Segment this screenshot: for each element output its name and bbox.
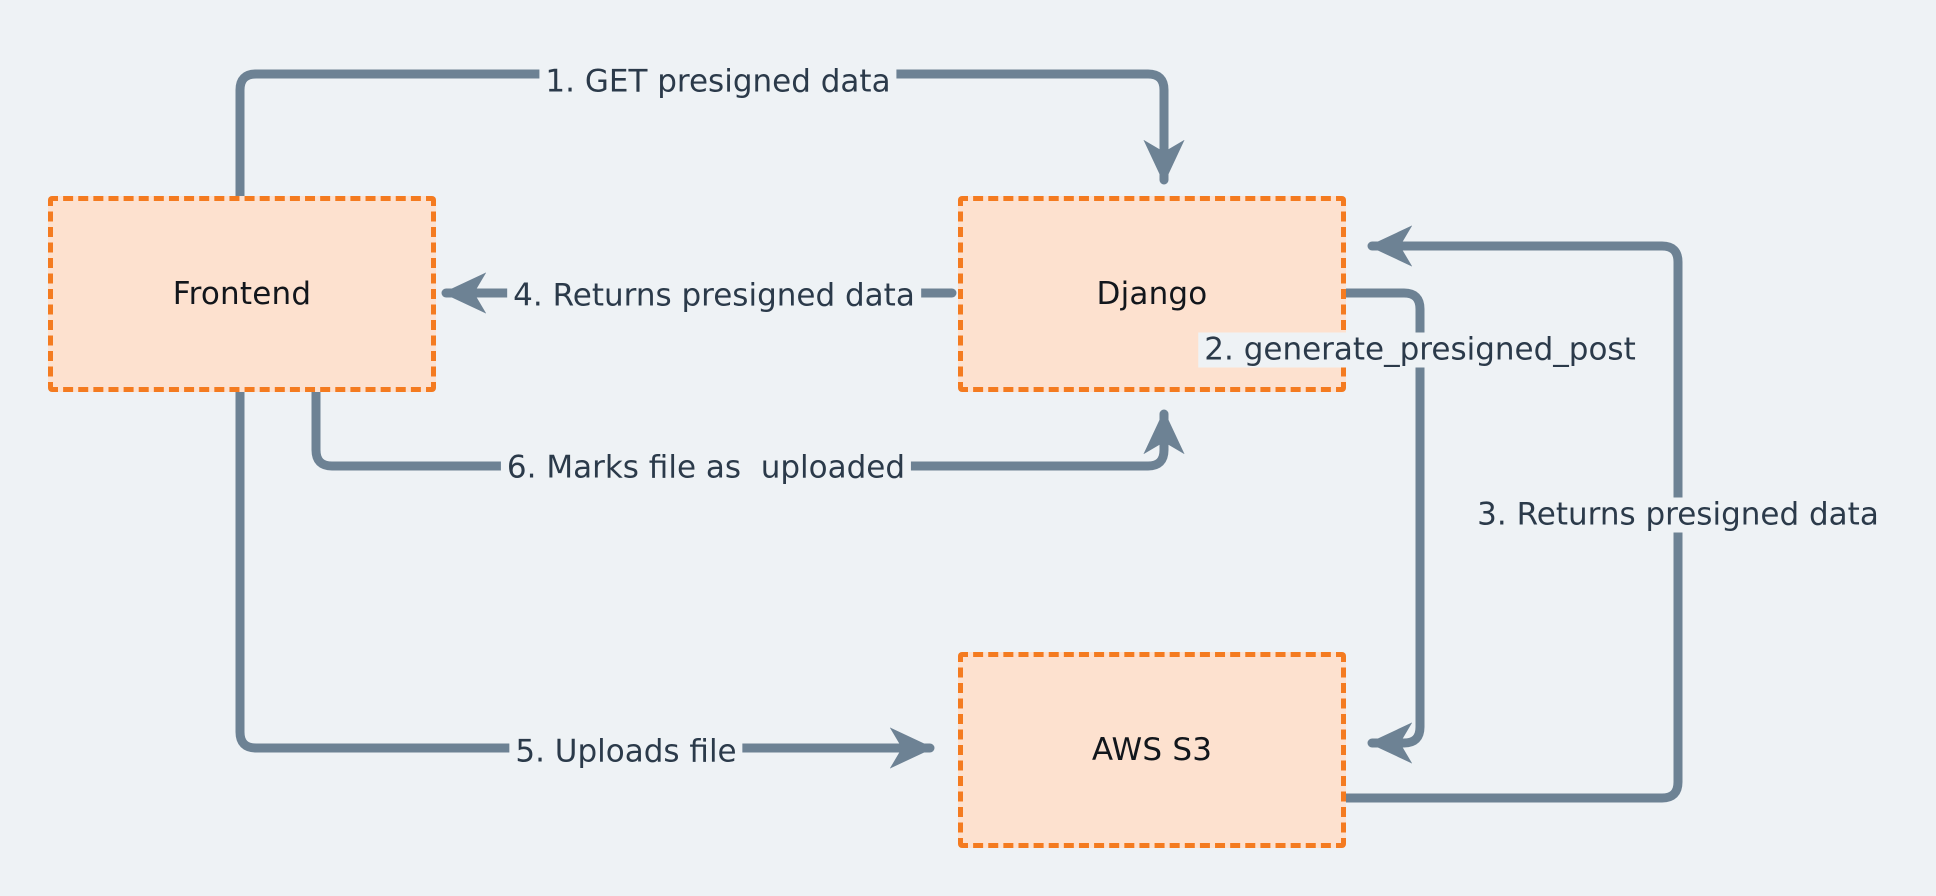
edge-label-step4: 4. Returns presigned data bbox=[507, 278, 921, 314]
edge-label-step1: 1. GET presigned data bbox=[539, 64, 897, 100]
edge-label-step2: 2. generate_presigned_post bbox=[1198, 332, 1642, 368]
edge-label-step5: 5. Uploads file bbox=[509, 734, 743, 770]
connector-step2 bbox=[1339, 288, 1425, 764]
connector-step5 bbox=[235, 387, 935, 769]
edge-label-step6: 6. Marks file as uploaded bbox=[500, 450, 912, 486]
edge-label-step3: 3. Returns presigned data bbox=[1471, 497, 1885, 533]
node-frontend-label: Frontend bbox=[172, 276, 312, 312]
node-aws-s3-label: AWS S3 bbox=[1091, 732, 1213, 768]
node-django-label: Django bbox=[1096, 276, 1208, 312]
node-frontend[interactable]: Frontend bbox=[48, 196, 436, 392]
node-aws-s3[interactable]: AWS S3 bbox=[958, 652, 1346, 848]
